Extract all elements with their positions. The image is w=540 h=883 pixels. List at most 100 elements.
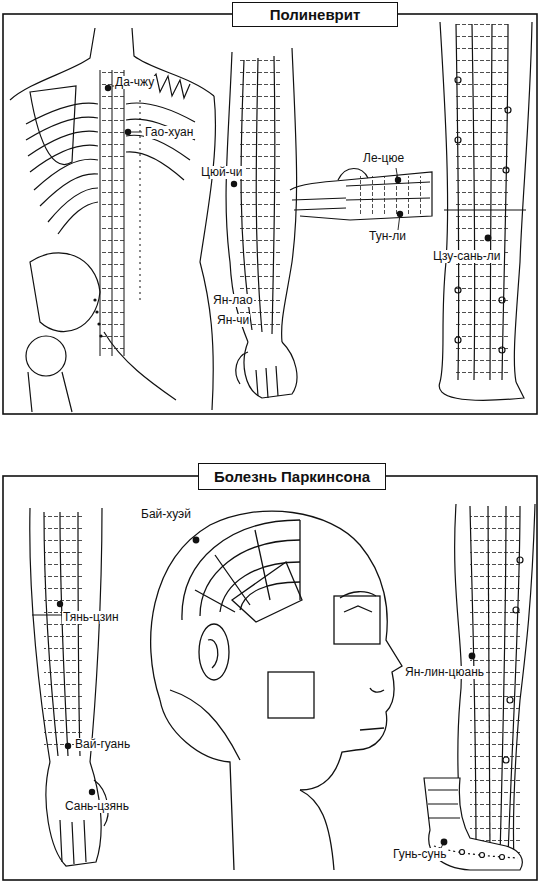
back-figure [126,119,195,140]
hand-figure [346,172,432,220]
point-name: Ян-лао [212,294,254,307]
back-figure [10,28,215,412]
back-figure [58,202,98,234]
leg-figure [440,22,448,382]
head-figure [340,592,376,612]
point-dot [193,537,200,544]
foot-figure [428,790,460,818]
foot-figure [480,853,485,858]
panel-frame [3,14,537,414]
head-figure [232,562,302,622]
panel-heading: Болезнь Паркинсона [198,463,386,490]
leg-figure [439,382,524,400]
point-dot [57,601,63,607]
point-name: Да-чжу [114,76,155,89]
point-dot [93,85,131,338]
arm-figure [90,508,102,762]
head-figure [360,728,384,730]
point-name: Цюй-чи [200,166,244,179]
point-dot [231,181,251,307]
point-dot [65,743,71,749]
leg-figure [470,506,520,856]
point-name: Ян-лин-цюань [404,666,485,679]
leg-figure [455,137,461,143]
arm-figure [256,366,278,398]
head-figure [208,640,218,668]
arm-figure [46,762,101,866]
leader-line [130,132,142,133]
point-name: Сань-цзянь [64,800,130,813]
point-name: Гунь-сунь [392,848,447,861]
point-name: Тянь-цзин [62,611,120,624]
panel-frame [3,476,537,880]
point-dot [469,653,476,660]
point-name: Вай-гуань [74,738,131,751]
point-name: Тун-ли [368,230,407,243]
hand-figure [290,180,350,220]
arm-figure [236,352,248,384]
point-dot [485,235,492,242]
head-figure [220,562,300,612]
arm-figure [240,60,280,330]
heading-text: Болезнь Паркинсона [214,468,370,485]
leg-figure [505,107,511,113]
point-dot [395,177,403,217]
point-dot [231,181,237,187]
arm-figure [226,48,297,398]
leg-figure [455,337,461,343]
head-figure [170,690,240,760]
head-figure [334,596,380,644]
leg-figure [507,697,513,703]
point-name: Цзу-сань-ли [432,250,502,263]
leg-figure [503,757,509,763]
head-figure [195,520,300,612]
head-figure [151,511,402,790]
point-dot [193,537,200,544]
point-dot [469,653,476,660]
head-figure [300,790,334,870]
arm-figure [282,48,297,342]
leader-line [396,168,398,180]
point-name: Ян-чи [216,314,250,327]
back-figure [30,145,98,172]
arm-figure [244,342,297,398]
back-figure [126,152,184,180]
back-figure [30,253,100,332]
head-figure [370,688,384,692]
point-dot [89,789,95,795]
leg-figure [503,167,509,173]
head-figure [151,511,402,870]
point-dot [105,85,111,91]
panel-heading: Полиневрит [232,2,398,27]
back-figure [28,131,98,156]
leg-figure [455,504,535,860]
leg-figure [456,24,508,380]
hand-figure [290,169,432,221]
leg-figure [499,297,505,303]
arm-figure [44,512,84,756]
head-figure [182,520,300,620]
back-figure [26,336,66,376]
leg-figure [513,607,519,613]
leg-figure [517,557,523,563]
heading-text: Полиневрит [270,6,361,23]
arm-figure [60,820,86,864]
leg-figure [439,22,532,400]
foot-figure [500,855,505,860]
spine-grid [100,70,140,356]
point-dot [97,322,100,325]
leg-figure [514,22,532,382]
back-figure [200,96,215,410]
back-figure [26,103,98,124]
leg-figure [455,287,461,293]
foot-figure [460,850,465,855]
leader-line [112,86,444,850]
head-figure [199,624,229,680]
panel-frame [3,14,537,880]
leg-figure [455,77,461,83]
point-dot [485,235,492,242]
point-name: Гао-хуан [144,126,194,139]
point-name: Бай-хуэй [140,508,192,521]
spine-grid [100,70,124,356]
